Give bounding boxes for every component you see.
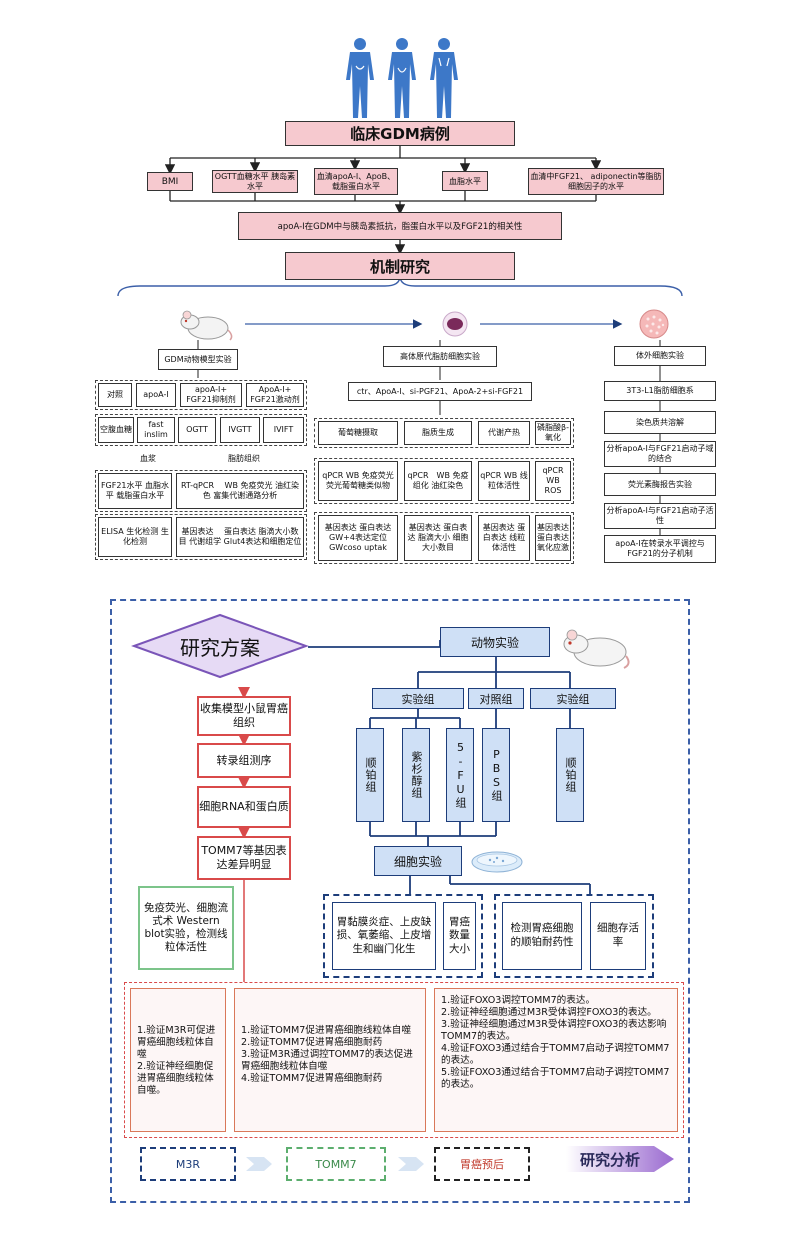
exp-group-box: 实验组 — [372, 688, 464, 709]
col1-test-ivift: IVIFT — [263, 417, 304, 443]
col2-assay-beta: 磷脂酸β-氧化 — [535, 421, 571, 445]
col1-method-fgf21: FGF21水平 血脂水平 载脂蛋白水平 — [98, 473, 172, 509]
flow-tomm7: TOMM7等基因表达差异明显 — [197, 836, 291, 880]
correlation-box: apoA-Ⅰ在GDM中与胰岛素抵抗，脂蛋白水平以及FGF21的相关性 — [238, 212, 562, 240]
col1-method-qpcr: RT-qPCR WB 免疫荧光 油红染色 富集代谢通路分析 — [176, 473, 304, 509]
clinical-title: 临床GDM病例 — [285, 121, 515, 146]
research-analysis-text: 研究分析 — [580, 1151, 641, 1169]
col2-header: 高体原代脂肪细胞实验 — [383, 346, 497, 367]
panel-foxo3: 1.验证FOXO3调控TOMM7的表达。 2.验证神经细胞通过M3R受体调控FO… — [434, 988, 678, 1132]
col2-outcome-4: 基因表达 蛋白表达 氧化应激 — [535, 515, 571, 561]
col1-outcome-elisa: ELISA 生化检测 生化检测 — [98, 517, 172, 557]
col3-step-2: 染色质共溶解 — [604, 411, 716, 434]
panel-tomm7: 1.验证TOMM7促进胃癌细胞线粒体自噬 2.验证TOMM7促进胃癌细胞耐药 3… — [234, 988, 426, 1132]
legend-prognosis: 胃癌预后 — [434, 1147, 530, 1181]
cell-result-resistance: 检测胃癌细胞的顺铂耐药性 — [502, 902, 582, 970]
col2-assay-glucose: 葡萄糖摄取 — [318, 421, 398, 445]
col1-tests-group — [95, 414, 307, 446]
research-plan-diamond: 研究方案 — [130, 612, 310, 680]
indicator-fgf21: 血清中FGF21、 adiponectin等脂肪细胞因子的水平 — [528, 168, 664, 195]
col1-group-control: 对照 — [98, 383, 132, 407]
cell-exp-box: 细胞实验 — [374, 846, 462, 876]
col3-step-4: 荧光素酶报告实验 — [604, 473, 716, 496]
indicator-apoa: 血清apoA-Ⅰ、ApoB、载脂蛋白水平 — [314, 168, 398, 195]
rat-icon — [178, 306, 234, 342]
human-figures-icon — [340, 36, 464, 120]
ctrl-group-box: 对照组 — [468, 688, 524, 709]
clinical-title-text: 临床GDM病例 — [350, 125, 450, 143]
drug-cisplatin: 顺铂组 — [356, 728, 384, 822]
chevron-right-icon-2 — [396, 1154, 426, 1174]
exp-group2-box: 实验组 — [530, 688, 616, 709]
mouse-icon — [560, 624, 632, 670]
col1-groups-group — [95, 380, 307, 410]
drug-5fu: 5-FU组 — [446, 728, 474, 822]
fat-cell-icon — [440, 310, 470, 338]
col1-test-ogtt: OGTT — [178, 417, 216, 443]
col2-assay-lipid: 脂质生成 — [404, 421, 472, 445]
col1-header: GDM动物模型实验 — [158, 349, 238, 370]
flow-rna: 细胞RNA和蛋白质 — [197, 786, 291, 828]
col2-outcome-3: 基因表达 蛋白表达 线粒体活性 — [478, 515, 530, 561]
col2-method-1: qPCR WB 免疫荧光 荧光葡萄糖类似物 — [318, 461, 398, 501]
indicator-bmi: BMI — [147, 172, 193, 191]
drug-paclitaxel: 紫杉醇组 — [402, 728, 430, 822]
col2-outcome-1: 基因表达 蛋白表达 GW+4表达定位 GWcoso uptak — [318, 515, 398, 561]
col1-test-fasting: 空腹血糖 — [98, 417, 134, 443]
col3-step-3: 分析apoA-Ⅰ与FGF21启动子域的结合 — [604, 441, 716, 467]
panels-frame — [124, 982, 684, 1138]
col3-step-5: 分析apoA-Ⅰ与FGF21启动子活性 — [604, 503, 716, 529]
animal-exp-box: 动物实验 — [440, 627, 550, 657]
col2-assay-thermo: 代谢产热 — [478, 421, 530, 445]
drug-pbs: PBS组 — [482, 728, 510, 822]
col3-header: 体外细胞实验 — [614, 346, 706, 366]
cell-results-group-1 — [323, 894, 483, 978]
col2-method-3: qPCR WB 线粒体活性 — [478, 461, 530, 501]
col1-test-ivgtt: IVGTT — [220, 417, 260, 443]
cell-result-tumor: 胃癌数量大小 — [443, 902, 476, 970]
green-method-box: 免疫荧光、细胞流式术 Western blot实验，检测线粒体活性 — [138, 886, 234, 970]
research-plan-frame — [110, 599, 690, 1203]
col3-step-1: 3T3-L1脂肪细胞系 — [604, 381, 716, 401]
legend-tomm7: TOMM7 — [286, 1147, 386, 1181]
col2-assays-group — [314, 418, 574, 448]
research-analysis-arrow: 研究分析 — [566, 1142, 676, 1176]
col2-outcomes-group — [314, 512, 574, 564]
col2-outcome-2: 基因表达 蛋白表达 脂滴大小 细胞大小数目 — [404, 515, 472, 561]
drug-cisplatin-2: 顺铂组 — [556, 728, 584, 822]
col1-sample-plasma: 血浆 — [122, 452, 174, 466]
cell-results-group-2 — [494, 894, 654, 978]
col2-method-2: qPCR WB 免疫组化 油红染色 — [404, 461, 472, 501]
col1-methods-group — [95, 470, 307, 512]
col3-step-6: apoA-Ⅰ在转录水平调控与FGF21的分子机制 — [604, 535, 716, 563]
col1-group-agonist: ApoA-Ⅰ+ FGF21激动剂 — [246, 383, 304, 407]
col2-method-4: qPCR WB ROS — [535, 461, 571, 501]
legend-m3r: M3R — [140, 1147, 236, 1181]
col1-outcome-gene: 基因表达 蛋白表达 脂滴大小数目 代谢组学 Glut4表达和细胞定位 — [176, 517, 304, 557]
col1-test-insulin: fast inslim — [137, 417, 175, 443]
cell-result-inflammation: 胃黏膜炎症、上皮缺损、氧萎缩、上皮增生和幽门化生 — [332, 902, 436, 970]
chevron-right-icon — [244, 1154, 274, 1174]
flow-collect: 收集模型小鼠胃癌组织 — [197, 696, 291, 736]
col2-groups: ctr、ApoA-Ⅰ、si-PGF21、ApoA-2+si-FGF21 — [348, 382, 532, 401]
indicator-ogtt: OGTT血糖水平 胰岛素水平 — [212, 170, 298, 193]
petri-dish-icon — [470, 848, 524, 874]
col1-outcomes-group — [95, 514, 307, 560]
col1-sample-adipose: 脂肪组织 — [214, 452, 274, 466]
cell-result-survival: 细胞存活率 — [590, 902, 646, 970]
col2-methods-group — [314, 458, 574, 504]
col1-group-apoa: apoA-Ⅰ — [136, 383, 176, 407]
flow-seq: 转录组测序 — [197, 743, 291, 778]
mechanism-title: 机制研究 — [285, 252, 515, 280]
indicator-lipid: 血脂水平 — [442, 171, 488, 191]
research-plan-title: 研究方案 — [180, 636, 260, 660]
col1-group-inhibitor: apoA-Ⅰ+ FGF21抑制剂 — [180, 383, 242, 407]
cell-culture-icon — [638, 308, 670, 340]
panel-m3r: 1.验证M3R可促进胃癌细胞线粒体自噬 2.验证神经细胞促进胃癌细胞线粒体自噬。 — [130, 988, 226, 1132]
